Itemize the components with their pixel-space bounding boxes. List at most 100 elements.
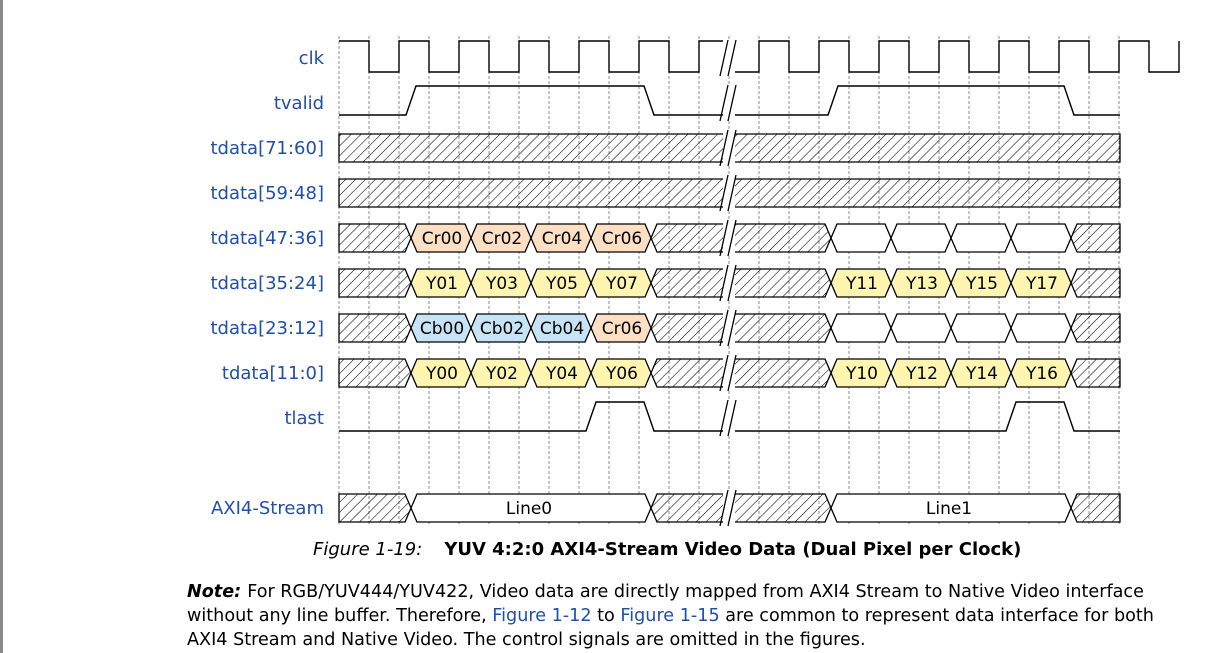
time-break-mark [727, 264, 737, 302]
stream-line0-label: Line0 [506, 499, 552, 519]
time-break-mark [727, 309, 737, 347]
figure-title: YUV 4:2:0 AXI4-Stream Video Data (Dual P… [444, 539, 1022, 560]
bus-segment-tdata110 [410, 358, 472, 388]
bus-segment-tdata2312 [1010, 313, 1072, 343]
bus-value-tdata2312: Cb04 [540, 319, 584, 339]
clk-waveform [339, 40, 1180, 73]
bus-segment-tdata4736 [950, 223, 1012, 253]
time-break-mark [727, 39, 737, 77]
bus-value-tdata3524: Y05 [545, 274, 578, 294]
time-break-mark [727, 174, 737, 212]
time-break-mark [727, 354, 737, 392]
signal-label-clk: clk [299, 48, 325, 69]
hatched-bus-axi4stream [1070, 493, 1121, 523]
signal-label-tlast: tlast [284, 408, 324, 429]
bus-segment-tdata110 [530, 358, 592, 388]
bus-value-tdata110: Y16 [1025, 364, 1058, 384]
signal-label-tvalid: tvalid [274, 93, 324, 114]
time-break-mark [719, 39, 729, 77]
bus-value-tdata3524: Y13 [905, 274, 938, 294]
bus-segment-tdata2312 [890, 313, 952, 343]
hatched-bus-tdata2312 [650, 313, 832, 343]
figure-link-1-12[interactable]: Figure 1-12 [492, 606, 592, 626]
bus-segment-tdata4736 [410, 223, 472, 253]
hatched-bus-axi4stream [338, 493, 412, 523]
time-break-mark [719, 219, 729, 257]
bus-value-tdata110: Y10 [845, 364, 878, 384]
bus-value-tdata4736: Cr06 [602, 229, 643, 249]
time-break-mark [719, 354, 729, 392]
bus-value-tdata110: Y00 [425, 364, 458, 384]
bus-value-tdata3524: Y17 [1025, 274, 1058, 294]
bus-segment-tdata110 [1010, 358, 1072, 388]
signal-label-tdata110: tdata[11:0] [222, 363, 324, 384]
hatched-bus-tdata110 [338, 358, 412, 388]
bus-segment-tdata2312 [530, 313, 592, 343]
note-paragraph: Note:For RGB/YUV444/YUV422, Video data a… [187, 580, 1187, 652]
hatched-bus-tdata3524 [650, 268, 832, 298]
note-text-end: are common to represent data interface f… [187, 606, 1154, 650]
note-text-start: For RGB/YUV444/YUV422, Video data are di… [187, 582, 1144, 626]
hatched-bus-tdata4736 [338, 223, 412, 253]
bus-segment-tdata2312 [950, 313, 1012, 343]
signal-label-tdata3524: tdata[35:24] [210, 273, 324, 294]
bus-segment-tdata4736 [890, 223, 952, 253]
bus-value-tdata2312: Cb02 [480, 319, 524, 339]
bus-segment-tdata3524 [950, 268, 1012, 298]
time-break-mark [719, 489, 729, 527]
hatched-bus-axi4stream [650, 493, 832, 523]
signal-label-tdata7160: tdata[71:60] [210, 138, 324, 159]
bus-segment-tdata3524 [1010, 268, 1072, 298]
bus-segment-tdata4736 [470, 223, 532, 253]
bus-value-tdata3524: Y03 [485, 274, 518, 294]
bus-segment-tdata110 [830, 358, 892, 388]
page-border [0, 0, 3, 653]
figure-number: Figure 1-19: [313, 539, 423, 560]
bus-value-tdata110: Y02 [485, 364, 518, 384]
bus-segment-tdata2312 [470, 313, 532, 343]
bus-value-tdata2312: Cr06 [602, 319, 643, 339]
time-break-mark [719, 84, 729, 122]
bus-segment-tdata4736 [1010, 223, 1072, 253]
bus-value-tdata4736: Cr04 [542, 229, 583, 249]
tvalid-waveform [339, 85, 1120, 116]
bus-segment-tdata3524 [830, 268, 892, 298]
bus-segment-tdata3524 [470, 268, 532, 298]
bus-segment-tdata2312 [590, 313, 652, 343]
bus-segment-tdata4736 [530, 223, 592, 253]
bus-value-tdata110: Y12 [905, 364, 938, 384]
signal-label-tdata2312: tdata[23:12] [210, 318, 324, 339]
time-break-mark [727, 219, 737, 257]
bus-segment-tdata4736 [590, 223, 652, 253]
time-break-mark [719, 129, 729, 167]
bus-segment-tdata3524 [410, 268, 472, 298]
bus-segment-tdata110 [890, 358, 952, 388]
signal-label-axi4stream: AXI4-Stream [211, 498, 324, 519]
bus-value-tdata4736: Cr00 [422, 229, 463, 249]
note-label: Note: [187, 582, 242, 602]
bus-segment-tdata4736 [830, 223, 892, 253]
time-break-mark [719, 399, 729, 437]
bus-segment-tdata110 [470, 358, 532, 388]
time-break-mark [727, 489, 737, 527]
hatched-bus-tdata3524 [338, 268, 412, 298]
time-break-mark [727, 84, 737, 122]
hatched-bus-tdata4736 [650, 223, 832, 253]
stream-line1-label: Line1 [926, 499, 972, 519]
bus-value-tdata4736: Cr02 [482, 229, 523, 249]
time-break-mark [727, 129, 737, 167]
hatched-bus-tdata110 [1070, 358, 1121, 388]
hatched-bus-tdata2312 [1070, 313, 1121, 343]
stream-line0 [410, 493, 652, 523]
bus-segment-tdata3524 [530, 268, 592, 298]
bus-value-tdata3524: Y15 [965, 274, 998, 294]
bus-segment-tdata3524 [890, 268, 952, 298]
bus-segment-tdata2312 [410, 313, 472, 343]
time-break-mark [719, 264, 729, 302]
figure-link-1-15[interactable]: Figure 1-15 [620, 606, 720, 626]
hatched-bus-tdata110 [650, 358, 832, 388]
bus-segment-tdata110 [950, 358, 1012, 388]
signal-label-tdata4736: tdata[47:36] [210, 228, 324, 249]
bus-segment-tdata110 [590, 358, 652, 388]
time-break-mark [727, 399, 737, 437]
